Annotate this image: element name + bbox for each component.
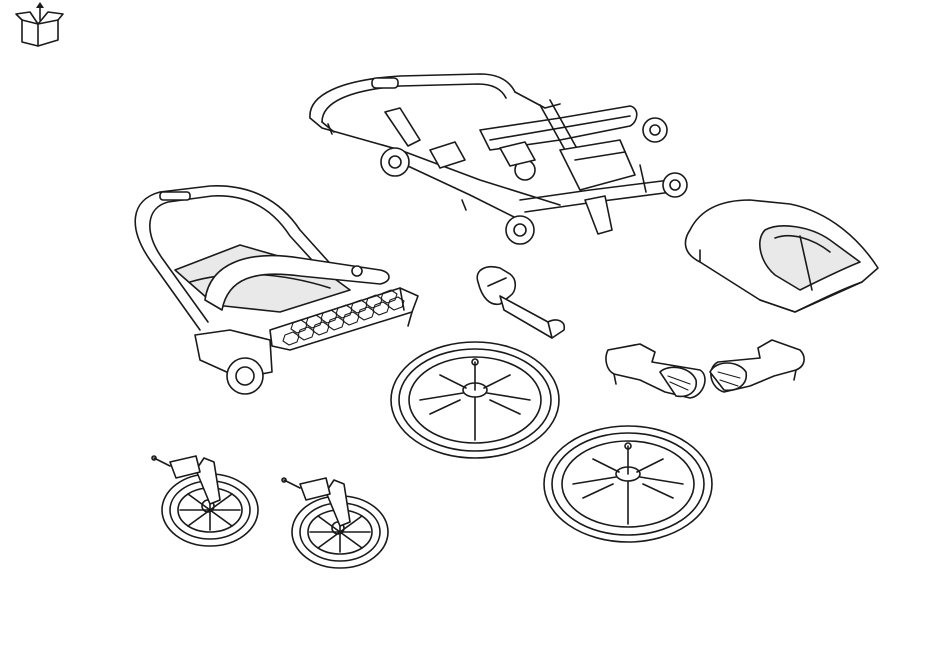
stroller-frame [310,74,687,244]
unboxing-icon [16,2,63,46]
rear-wheel [544,426,712,542]
rear-wheel [391,342,559,458]
car-seat-adapter-left [606,344,705,398]
canopy [685,200,878,312]
front-wheel [152,456,258,546]
front-wheel [282,478,388,568]
stroller-seat [135,186,418,394]
handle-adapter [477,267,564,338]
car-seat-adapter-right [710,340,804,392]
